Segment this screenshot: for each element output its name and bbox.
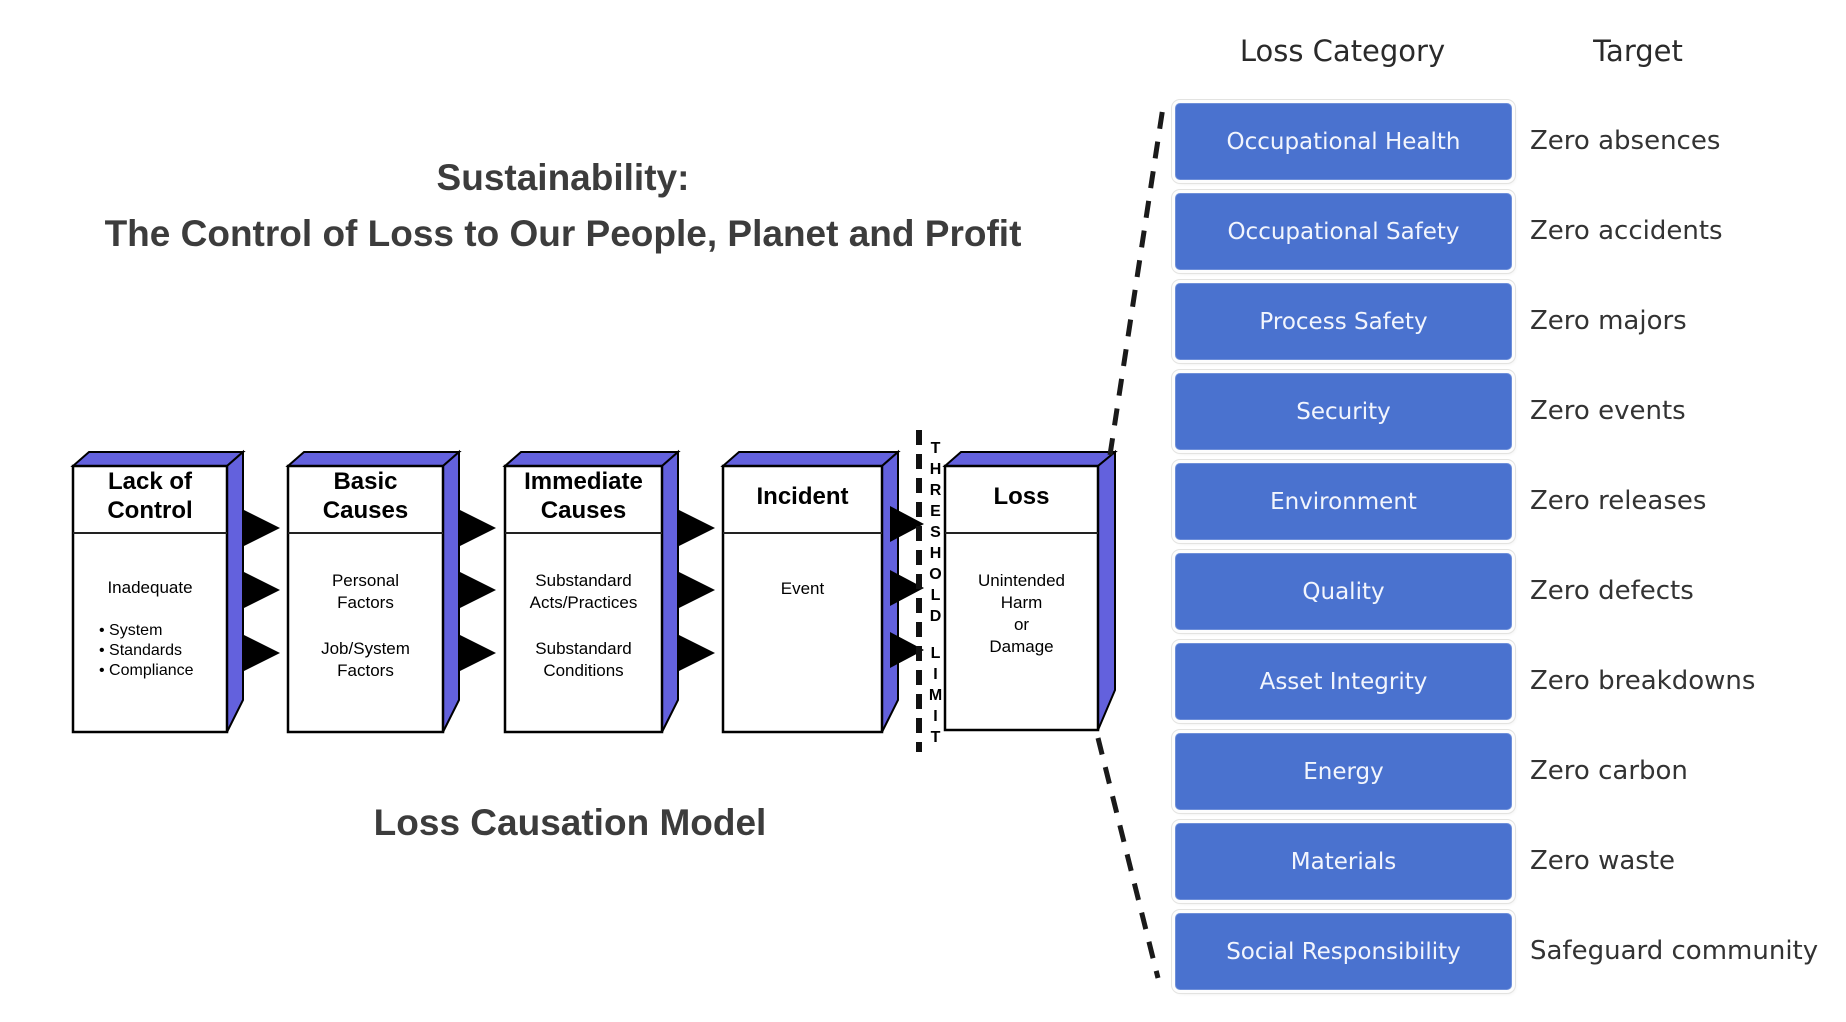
loss-category-button-energy: Energy: [1175, 733, 1512, 810]
loss-category-header: Loss Category: [1239, 34, 1446, 68]
arrow-right-icon: [460, 635, 496, 671]
target-label-process-safety: Zero majors: [1530, 305, 1687, 336]
loss-causation-model-caption: Loss Causation Model: [373, 802, 767, 843]
bullet-item: Compliance: [99, 661, 193, 681]
box-front-face: [721, 464, 884, 734]
box-front-face: [503, 464, 664, 734]
box-front-face: [286, 464, 445, 734]
loss-category-button-asset-integrity: Asset Integrity: [1175, 643, 1512, 720]
arrow-right-icon: [244, 635, 280, 671]
target-header: Target: [1593, 34, 1683, 68]
box-body-text: Substandard Acts/Practices: [529, 571, 638, 612]
flow-box-shape-incident: [720, 449, 901, 734]
arrow-right-icon: [460, 510, 496, 546]
box-body-text: Personal Factors: [331, 571, 400, 612]
box-front-face: [71, 464, 229, 734]
box-body-text: Job/System Factors: [321, 639, 410, 680]
arrow-right-icon: [890, 506, 924, 542]
limit-word: LIMIT: [927, 645, 944, 750]
button-label: Environment: [1270, 488, 1417, 515]
button-label: Quality: [1302, 578, 1385, 605]
bullet-item: Standards: [99, 641, 194, 661]
loss-category-button-quality: Quality: [1175, 553, 1512, 630]
loss-category-button-social-responsibility: Social Responsibility: [1175, 913, 1512, 990]
box-title-lack-of-control: Lack of Control: [107, 468, 193, 524]
arrow-right-icon: [679, 510, 715, 546]
box-front-face: [943, 464, 1100, 732]
button-label: Social Responsibility: [1226, 938, 1461, 965]
target-label-social-responsibility: Safeguard community: [1530, 935, 1819, 966]
main-title-line1: Sustainability:: [436, 157, 690, 198]
projection-dashed-line-top: [1107, 106, 1166, 456]
target-label-occupational-health: Zero absences: [1530, 125, 1721, 156]
target-label-energy: Zero carbon: [1530, 755, 1688, 786]
button-label: Energy: [1303, 758, 1384, 785]
projection-dashed-line-bottom: [1095, 737, 1161, 979]
box-bullet-list: System Standards Compliance: [99, 621, 194, 681]
arrow-right-icon: [679, 572, 715, 608]
bullet-item: System: [99, 621, 194, 641]
loss-category-button-occupational-health: Occupational Health: [1175, 103, 1512, 180]
arrow-right-icon: [244, 510, 280, 546]
loss-category-button-process-safety: Process Safety: [1175, 283, 1512, 360]
flow-box-shape-loss: [942, 449, 1118, 732]
box-side-face: [226, 449, 244, 733]
loss-category-button-occupational-safety: Occupational Safety: [1175, 193, 1512, 270]
box-title-basic-causes: Basic Causes: [322, 468, 409, 524]
button-label: Security: [1296, 398, 1391, 425]
box-body-text: Substandard Conditions: [535, 639, 632, 680]
target-label-materials: Zero waste: [1530, 845, 1676, 876]
flow-box-shape-immediate-causes: [502, 449, 681, 734]
flow-arrows: [244, 506, 924, 671]
loss-category-button-security: Security: [1175, 373, 1512, 450]
box-title-loss: Loss: [993, 482, 1050, 510]
arrow-right-icon: [244, 572, 280, 608]
box-title-immediate-causes: Immediate Causes: [524, 468, 643, 524]
box-title-incident: Incident: [756, 482, 849, 510]
main-title-line2: The Control of Loss to Our People, Plane…: [104, 213, 1022, 254]
threshold-word: THRESHOLD: [927, 440, 944, 629]
arrow-right-icon: [679, 635, 715, 671]
button-label: Process Safety: [1259, 308, 1428, 335]
button-label: Occupational Health: [1226, 128, 1461, 155]
target-label-environment: Zero releases: [1530, 485, 1707, 516]
arrow-right-icon: [890, 632, 924, 668]
loss-category-button-environment: Environment: [1175, 463, 1512, 540]
button-label: Occupational Safety: [1227, 218, 1460, 245]
flow-box-shape-lack-of-control: [70, 449, 246, 734]
target-label-occupational-safety: Zero accidents: [1530, 215, 1723, 246]
box-body-text: Unintended Harm or Damage: [978, 571, 1065, 656]
box-side-face: [661, 449, 679, 733]
target-label-asset-integrity: Zero breakdowns: [1530, 665, 1756, 696]
box-side-face: [442, 449, 460, 733]
flow-box-shape-basic-causes: [285, 449, 462, 734]
target-label-security: Zero events: [1530, 395, 1686, 426]
target-label-quality: Zero defects: [1530, 575, 1694, 606]
main-title: Sustainability: The Control of Loss to O…: [58, 150, 1068, 262]
box-body-text: Event: [780, 579, 825, 598]
loss-category-button-materials: Materials: [1175, 823, 1512, 900]
box-body-intro: Inadequate: [107, 578, 193, 597]
arrow-right-icon: [890, 570, 924, 606]
button-label: Materials: [1290, 848, 1397, 875]
arrow-right-icon: [460, 572, 496, 608]
button-label: Asset Integrity: [1259, 668, 1428, 695]
box-side-face: [1097, 449, 1116, 731]
